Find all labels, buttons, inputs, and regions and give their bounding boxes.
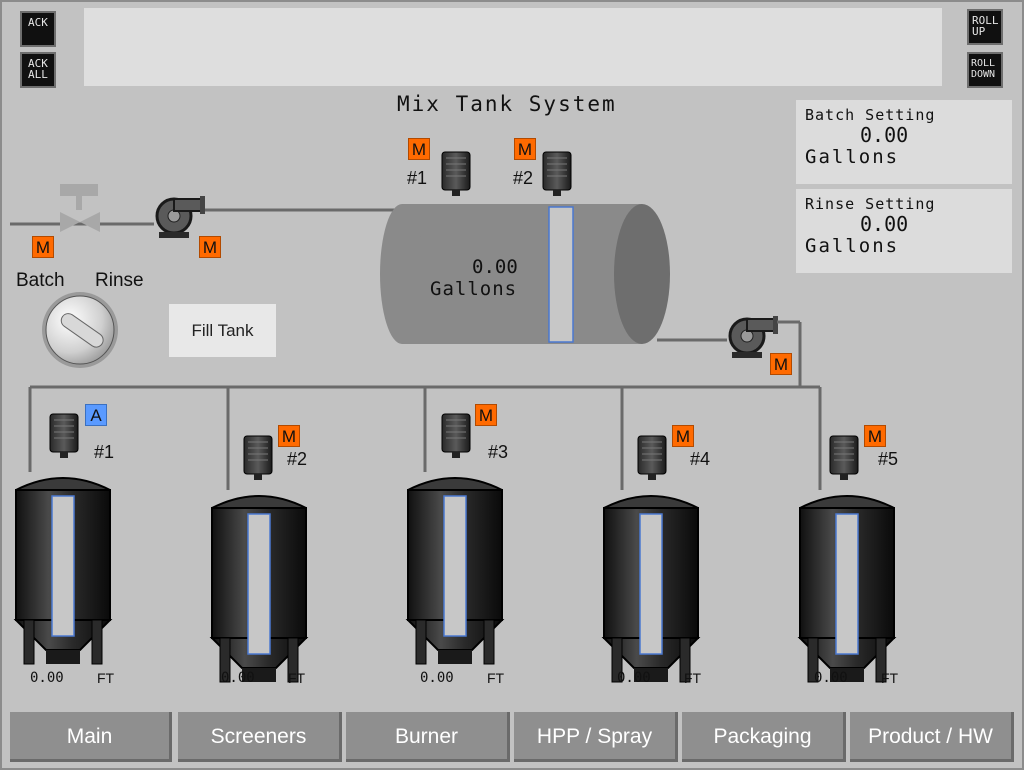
fermenter-5-label: #5 (878, 449, 899, 469)
roll-down-button[interactable]: ROLL DOWN (967, 52, 1003, 88)
nav-bar: Main Screeners Burner HPP / Spray Packag… (2, 706, 1022, 768)
mix-mixer-2-label: #2 (513, 168, 534, 188)
roll-up-button[interactable]: ROLL UP (967, 9, 1003, 45)
rinse-setting-value: 0.00 (860, 212, 909, 236)
fermenter-2-level: 0.00 (221, 670, 255, 686)
tab-burner[interactable]: Burner (346, 712, 510, 762)
mix-mixer-1-mode-badge[interactable]: M (408, 138, 430, 160)
ack-button[interactable]: ACK (20, 11, 56, 47)
rinse-label: Rinse (95, 270, 144, 291)
fermenter-3-unit: FT (487, 670, 505, 686)
page-title: Mix Tank System (397, 92, 617, 116)
fermenter-1-mode-badge[interactable]: A (85, 404, 107, 426)
tab-main[interactable]: Main (10, 712, 172, 762)
fermenter-2-label: #2 (287, 449, 308, 469)
tab-screeners[interactable]: Screeners (178, 712, 342, 762)
batch-setting-label: Batch Setting (805, 106, 936, 124)
fermenter-3-mode-badge[interactable]: M (475, 404, 497, 426)
fermenter-1-level: 0.00 (30, 670, 64, 686)
batch-setting-value: 0.00 (860, 123, 909, 147)
mix-tank-level-value: 0.00 (472, 256, 518, 278)
batch-setting-box[interactable]: Batch Setting 0.00 Gallons (796, 100, 1012, 184)
rinse-setting-unit: Gallons (805, 235, 900, 257)
alarm-banner (84, 8, 942, 86)
rinse-setting-box[interactable]: Rinse Setting 0.00 Gallons (796, 189, 1012, 273)
fermenter-4-mode-badge[interactable]: M (672, 425, 694, 447)
batch-label: Batch (16, 270, 65, 291)
fermenter-5-level: 0.00 (814, 670, 848, 686)
fill-tank-button[interactable]: Fill Tank (169, 304, 276, 357)
mix-tank-level-unit: Gallons (430, 278, 518, 300)
fermenter-4-level: 0.00 (617, 670, 651, 686)
fermenter-5-mode-badge[interactable]: M (864, 425, 886, 447)
fermenter-4-label: #4 (690, 449, 711, 469)
inlet-pump-mode-badge[interactable]: M (199, 236, 221, 258)
tab-packaging[interactable]: Packaging (682, 712, 846, 762)
mix-mixer-2-mode-badge[interactable]: M (514, 138, 536, 160)
fermenter-2-mode-badge[interactable]: M (278, 425, 300, 447)
rinse-setting-label: Rinse Setting (805, 195, 936, 213)
batch-rinse-selector-knob[interactable] (42, 292, 118, 368)
fermenter-1-label: #1 (94, 442, 115, 462)
batch-setting-unit: Gallons (805, 146, 900, 168)
process-graphics (10, 151, 895, 683)
fermenter-2-unit: FT (288, 670, 306, 686)
fermenter-5-unit: FT (881, 670, 899, 686)
fermenter-1-unit: FT (97, 670, 115, 686)
mix-mixer-1-label: #1 (407, 168, 428, 188)
fermenter-3-level: 0.00 (420, 670, 454, 686)
fermenter-3-label: #3 (488, 442, 509, 462)
outlet-pump-mode-badge[interactable]: M (770, 353, 792, 375)
fermenter-4-unit: FT (684, 670, 702, 686)
valve-mode-badge[interactable]: M (32, 236, 54, 258)
ack-all-button[interactable]: ACK ALL (20, 52, 56, 88)
tab-product-hw[interactable]: Product / HW (850, 712, 1014, 762)
tab-hpp-spray[interactable]: HPP / Spray (514, 712, 678, 762)
